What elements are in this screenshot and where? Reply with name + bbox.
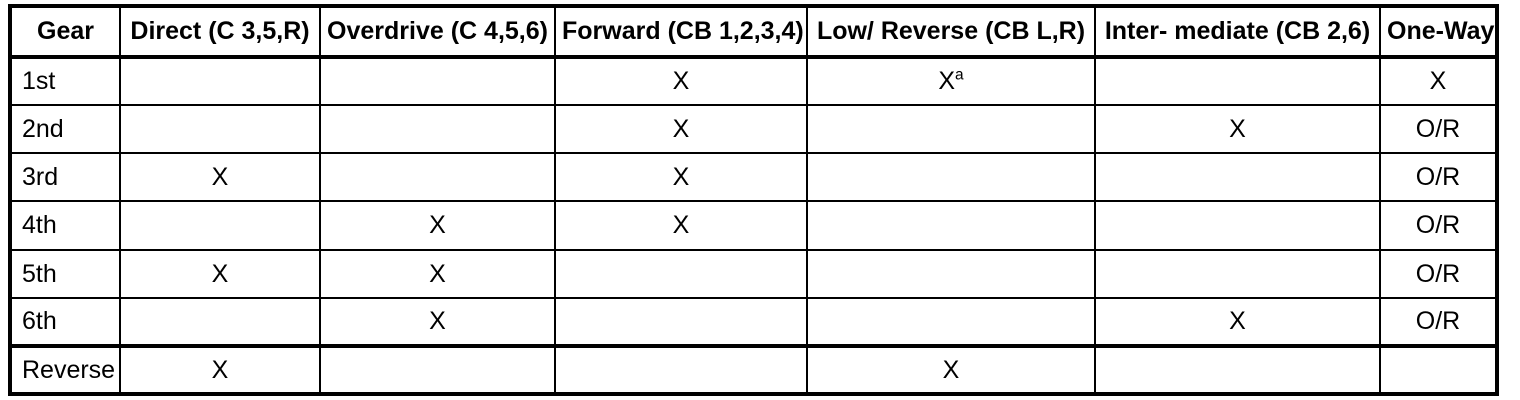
cell-4th-forward: X — [554, 200, 808, 251]
cell-3rd-overdrive — [319, 152, 556, 203]
cell-3rd-direct: X — [119, 152, 321, 203]
cell-3rd-one_way: O/R — [1379, 152, 1498, 203]
cell-2nd-one_way: O/R — [1379, 104, 1498, 155]
cell-value: X — [1229, 307, 1246, 336]
cell-5th-one_way: O/R — [1379, 248, 1498, 299]
cell-6th-direct — [119, 296, 321, 347]
cell-1st-one_way: X — [1379, 55, 1498, 107]
gear-label-cell: 1st — [9, 55, 121, 107]
cell-3rd-intermediate — [1094, 152, 1381, 203]
cell-1st-direct — [119, 55, 321, 107]
cell-value: X — [942, 355, 960, 384]
cell-reverse-forward — [554, 343, 808, 396]
cell-6th-forward — [554, 296, 808, 347]
cell-6th-one_way: O/R — [1379, 296, 1498, 347]
cell-3rd-forward: X — [554, 152, 808, 203]
column-header-gear: Gear — [9, 5, 121, 59]
cell-2nd-intermediate: X — [1094, 104, 1381, 155]
table-row: 3rd X X O/R — [9, 152, 1498, 203]
table-row: 4th X X O/R — [9, 200, 1498, 251]
cell-4th-overdrive: X — [319, 200, 556, 251]
cell-6th-overdrive: X — [319, 296, 556, 347]
cell-1st-forward: X — [554, 55, 808, 107]
cell-2nd-low_reverse — [806, 104, 1096, 155]
cell-value: X — [211, 163, 229, 192]
column-header-forward: Forward (CB 1,2,3,4) — [554, 5, 808, 59]
cell-value: X — [211, 259, 229, 288]
cell-reverse-intermediate — [1094, 343, 1381, 396]
cell-value: X — [429, 307, 446, 336]
table-row: 5th X X O/R — [9, 248, 1498, 299]
cell-4th-one_way: O/R — [1379, 200, 1498, 251]
cell-1st-overdrive — [319, 55, 556, 107]
cell-reverse-low_reverse: X — [806, 343, 1096, 396]
cell-3rd-low_reverse — [806, 152, 1096, 203]
cell-5th-forward — [554, 248, 808, 299]
column-header-overdrive: Overdrive (C 4,5,6) — [319, 5, 556, 59]
cell-5th-overdrive: X — [319, 248, 556, 299]
footnote-marker: a — [955, 67, 964, 85]
cell-value: O/R — [1415, 259, 1461, 288]
cell-value: X — [1429, 67, 1447, 96]
cell-4th-intermediate — [1094, 200, 1381, 251]
cell-5th-low_reverse — [806, 248, 1096, 299]
cell-value: X — [938, 67, 956, 96]
cell-5th-direct: X — [119, 248, 321, 299]
cell-2nd-forward: X — [554, 104, 808, 155]
column-header-intermediate: Inter- mediate (CB 2,6) — [1094, 5, 1381, 59]
table-row: Reverse X X — [9, 343, 1498, 396]
cell-value: X — [429, 211, 446, 240]
column-header-one_way: One-Way — [1379, 5, 1498, 59]
gear-label-cell: 3rd — [9, 152, 121, 203]
gear-label-cell: 6th — [9, 296, 121, 347]
cell-value: O/R — [1415, 307, 1461, 336]
cell-reverse-one_way — [1379, 343, 1498, 396]
cell-reverse-overdrive — [319, 343, 556, 396]
cell-value: X — [672, 67, 690, 96]
cell-4th-direct — [119, 200, 321, 251]
gear-label-cell: Reverse — [9, 343, 121, 396]
cell-6th-intermediate: X — [1094, 296, 1381, 347]
cell-value: X — [429, 259, 446, 288]
column-header-low_reverse: Low/ Reverse (CB L,R) — [806, 5, 1096, 59]
gear-label-cell: 2nd — [9, 104, 121, 155]
cell-1st-low_reverse: Xa — [806, 55, 1096, 107]
cell-value: X — [1229, 115, 1246, 144]
cell-value: X — [672, 211, 690, 240]
cell-reverse-direct: X — [119, 343, 321, 396]
column-header-direct: Direct (C 3,5,R) — [119, 5, 321, 59]
cell-value: X — [672, 115, 690, 144]
cell-value: O/R — [1415, 163, 1461, 192]
gear-label-cell: 5th — [9, 248, 121, 299]
table-row: 2nd X X O/R — [9, 104, 1498, 155]
cell-2nd-overdrive — [319, 104, 556, 155]
cell-6th-low_reverse — [806, 296, 1096, 347]
cell-5th-intermediate — [1094, 248, 1381, 299]
gear-label-cell: 4th — [9, 200, 121, 251]
cell-value: X — [211, 355, 229, 384]
cell-1st-intermediate — [1094, 55, 1381, 107]
table-row: 6th X X O/R — [9, 296, 1498, 347]
cell-4th-low_reverse — [806, 200, 1096, 251]
cell-value: O/R — [1415, 115, 1461, 144]
cell-2nd-direct — [119, 104, 321, 155]
cell-value: O/R — [1415, 211, 1461, 240]
cell-value: X — [672, 163, 690, 192]
